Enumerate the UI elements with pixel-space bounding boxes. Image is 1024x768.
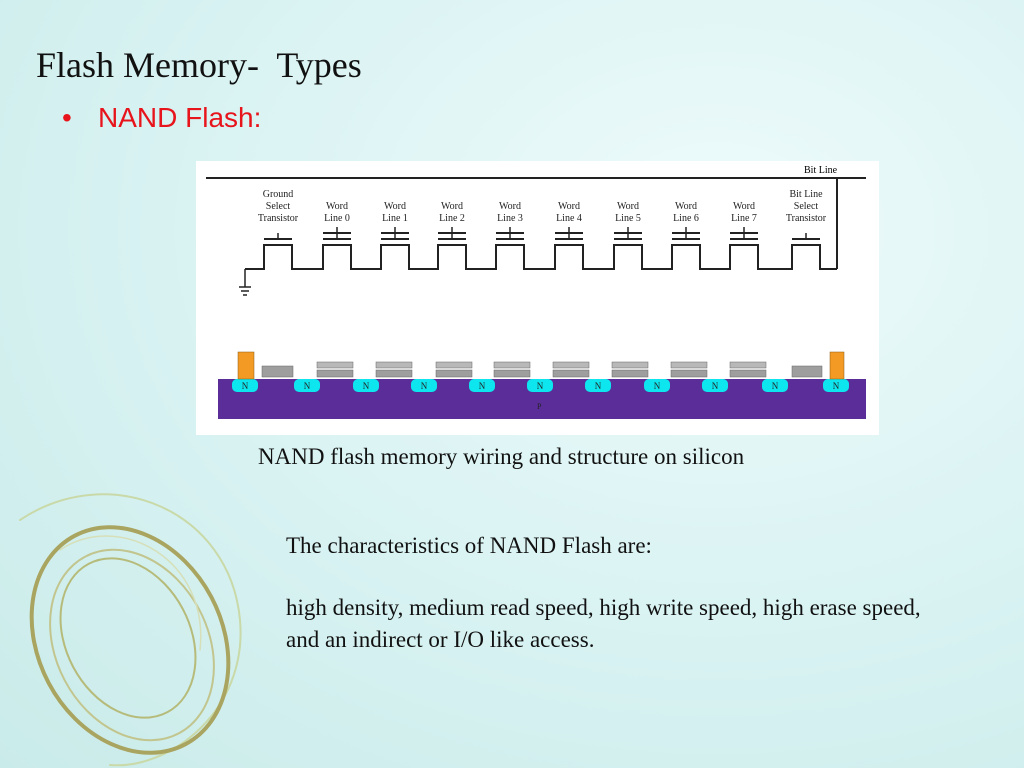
select-gate-oxide (261, 365, 294, 378)
n-well-label: N (712, 381, 719, 391)
n-well (294, 379, 320, 392)
bit-line-label: Bit Line (804, 165, 838, 176)
characteristics-block: The characteristics of NAND Flash are: h… (286, 530, 946, 656)
figure-caption: NAND flash memory wiring and structure o… (258, 444, 745, 469)
n-well-label: N (833, 381, 840, 391)
n-well-label: N (479, 381, 486, 391)
characteristics-intro: The characteristics of NAND Flash are: (286, 533, 652, 558)
control-gate (435, 361, 473, 369)
control-gate (493, 361, 531, 369)
floating-gate (611, 369, 649, 378)
n-well-label: N (421, 381, 428, 391)
n-well-label: N (654, 381, 661, 391)
floating-gate (729, 369, 767, 378)
transistor-label: Select (266, 201, 291, 212)
n-well-label: N (772, 381, 779, 391)
n-well (527, 379, 553, 392)
floating-gate (435, 369, 473, 378)
transistor-label: Word (441, 201, 463, 212)
bullet-marker: • (62, 102, 72, 133)
slide-title: Flash Memory- Types (36, 45, 362, 85)
n-well-label: N (363, 381, 370, 391)
transistor-label: Word (384, 201, 406, 212)
transistor-label: Word (617, 201, 639, 212)
n-well-label: N (304, 381, 311, 391)
transistor-label: Line 7 (731, 213, 757, 224)
transistor-label: Line 0 (324, 213, 350, 224)
floating-gate (493, 369, 531, 378)
n-well-label: N (595, 381, 602, 391)
select-gate-oxide (791, 365, 823, 378)
transistor-label: Word (558, 201, 580, 212)
decorative-swirl (19, 493, 242, 767)
n-well (232, 379, 258, 392)
floating-gate (375, 369, 413, 378)
n-well-label: N (537, 381, 544, 391)
transistor-label: Line 2 (439, 213, 465, 224)
n-well (585, 379, 611, 392)
transistor-label: Line 1 (382, 213, 408, 224)
transistor-label: Word (499, 201, 521, 212)
transistor-label: Bit Line (789, 189, 823, 200)
transistor-label: Line 5 (615, 213, 641, 224)
characteristics-text: high density, medium read speed, high wr… (286, 595, 921, 652)
n-well (411, 379, 437, 392)
ground-select-gate (237, 351, 255, 380)
transistor-label: Word (733, 201, 755, 212)
n-well (823, 379, 849, 392)
control-gate (552, 361, 590, 369)
control-gate (316, 361, 354, 369)
transistor-label: Line 4 (556, 213, 582, 224)
transistor-label: Select (794, 201, 819, 212)
control-gate (729, 361, 767, 369)
n-well (644, 379, 670, 392)
control-gate (611, 361, 649, 369)
transistor-label: Line 6 (673, 213, 699, 224)
floating-gate (670, 369, 708, 378)
control-gate (670, 361, 708, 369)
transistor-label: Transistor (786, 213, 827, 224)
transistor-label: Word (675, 201, 697, 212)
control-gate (375, 361, 413, 369)
ground-icon (239, 269, 251, 296)
bullet-item: • NAND Flash: (62, 102, 261, 134)
floating-gate (552, 369, 590, 378)
transistor-label: Word (326, 201, 348, 212)
p-region-label: P (537, 402, 542, 411)
bit-line-select-gate (829, 351, 845, 380)
floating-gate (316, 369, 354, 378)
transistor-label: Transistor (258, 213, 299, 224)
transistor-label: Ground (263, 189, 294, 200)
transistor-label: Line 3 (497, 213, 523, 224)
n-well (762, 379, 788, 392)
n-well (353, 379, 379, 392)
channel-wire (245, 244, 837, 270)
n-well (702, 379, 728, 392)
bullet-text: NAND Flash: (98, 102, 262, 133)
n-well-label: N (242, 381, 249, 391)
n-well (469, 379, 495, 392)
nand-diagram-svg: Bit Line GroundSelectTransistorWordLine … (206, 165, 866, 419)
